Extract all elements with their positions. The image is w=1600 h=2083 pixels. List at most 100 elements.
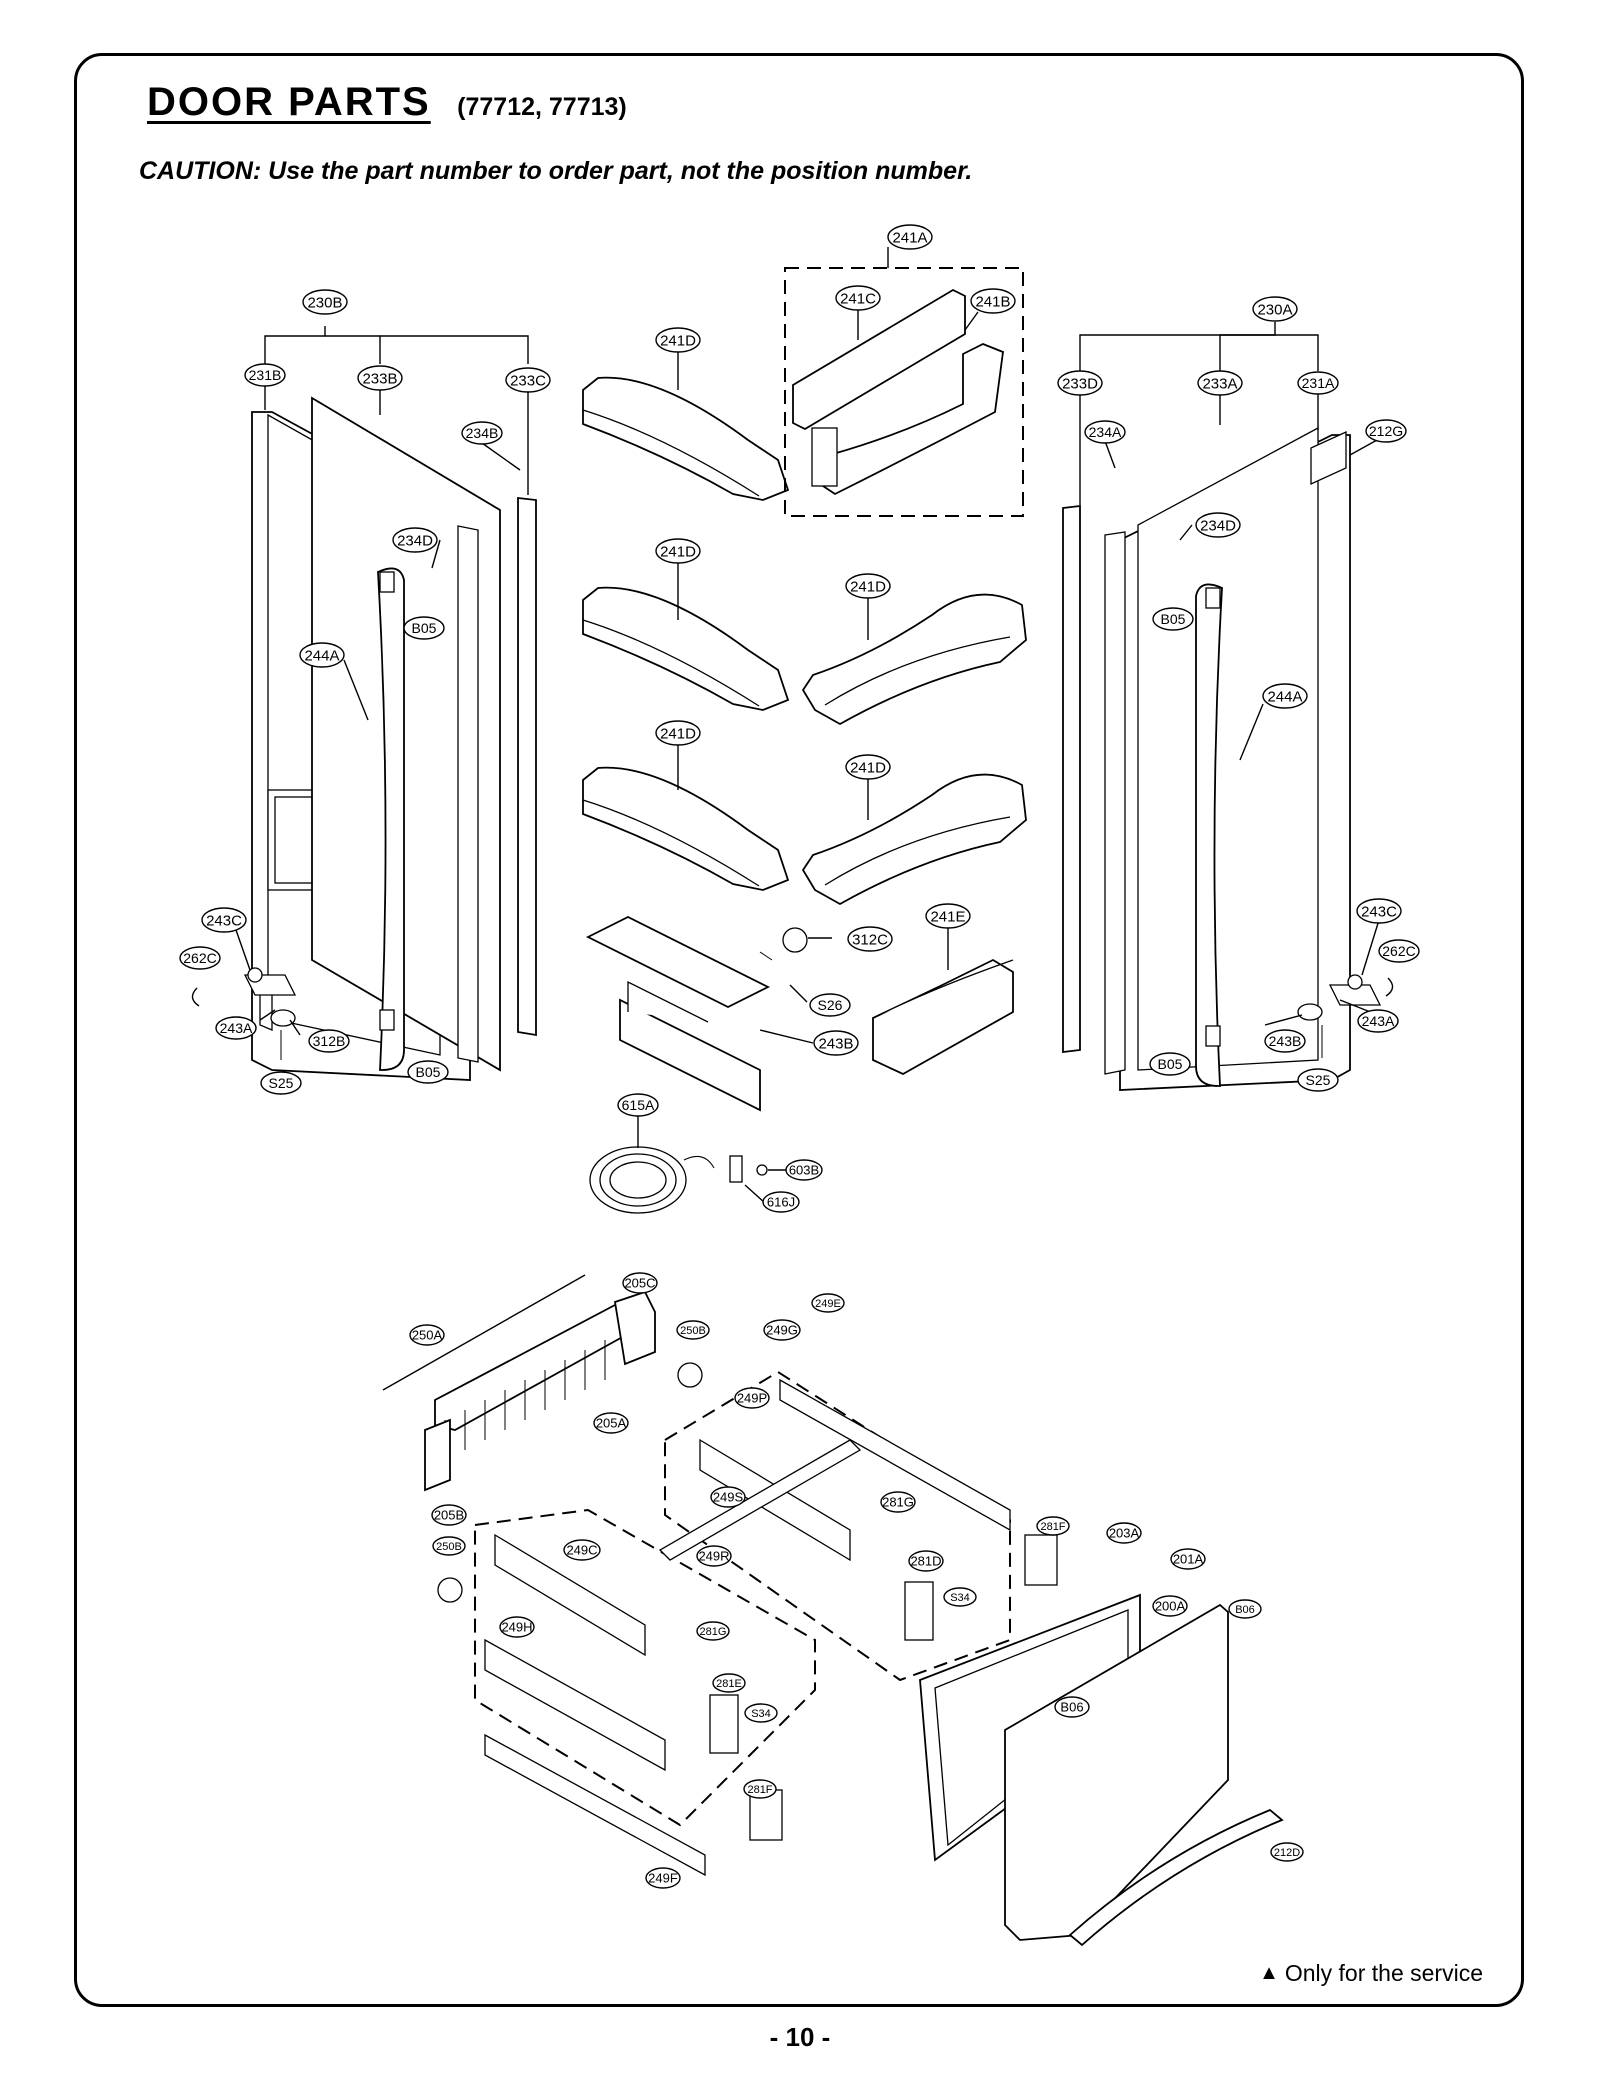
upper-callout-bubble (970, 288, 1016, 314)
upper-callout-bubble (1264, 1029, 1306, 1053)
lower-callout-bubble (1152, 1595, 1188, 1617)
lower-callout-label: 205C (624, 1276, 655, 1291)
upper-callout-label: 312C (852, 931, 888, 948)
upper-callout-label: S26 (818, 997, 843, 1013)
upper-callout-bubble (302, 289, 348, 315)
triangle-icon: ▲ (1259, 1962, 1279, 1984)
upper-callout-bubble (835, 285, 881, 311)
upper-callout-label: 233B (362, 370, 397, 387)
lower-callout-label: 281E (716, 1678, 742, 1690)
lower-callout-label: 281F (747, 1784, 772, 1796)
upper-callout-label: 234D (397, 532, 433, 549)
upper-callout-label: 241E (930, 908, 965, 925)
upper-callout-bubble (1197, 370, 1243, 396)
lower-callout-label: 250B (436, 1541, 462, 1553)
upper-callout-bubble (655, 327, 701, 353)
upper-callout-bubble (461, 421, 503, 445)
upper-callout-bubble (845, 754, 891, 780)
lower-callout-label: B06 (1235, 1604, 1255, 1616)
upper-callout-label: 241C (840, 290, 876, 307)
upper-callout-label: B05 (412, 620, 437, 636)
hinges (191, 967, 1394, 1060)
lower-callout-bubble (499, 1616, 535, 1638)
service-legend: ▲ Only for the service (1259, 1960, 1483, 1987)
right-door-assembly (1062, 426, 1351, 1091)
freezer-drawer-door (919, 1593, 1284, 1947)
upper-callout-bubble (617, 1093, 659, 1117)
upper-callout-bubble (1297, 371, 1339, 395)
lower-callout-label: 212D (1274, 1847, 1300, 1859)
upper-callout-bubble (655, 538, 701, 564)
lower-callout-bubble (409, 1324, 445, 1346)
upper-callout-label: 243C (206, 912, 242, 929)
lower-callout-bubble (744, 1703, 778, 1723)
lower-callout-label: 281F (1040, 1521, 1065, 1533)
lower-callout-label: 200A (1155, 1599, 1186, 1614)
upper-callout-label: 312B (313, 1033, 346, 1049)
upper-callout-label: 230A (1257, 301, 1292, 318)
upper-callout-label: 241D (660, 332, 696, 349)
upper-callout-label: 243B (818, 1035, 853, 1052)
upper-callout-label: 234A (1089, 424, 1122, 440)
lower-callout-bubble (676, 1320, 710, 1340)
upper-callout-bubble (1149, 1052, 1191, 1076)
lower-callout-label: 249P (737, 1391, 767, 1406)
lower-callout-label: 249C (566, 1543, 597, 1558)
upper-callout-label: B05 (416, 1064, 441, 1080)
lower-callout-label: 281G (882, 1495, 914, 1510)
lower-callout-bubble (1170, 1548, 1206, 1570)
door-bins (582, 376, 1027, 1076)
upper-callout-bubble (847, 926, 893, 952)
lower-callout-bubble (743, 1779, 777, 1799)
lower-callout-bubble (593, 1412, 629, 1434)
upper-callout-bubble (1152, 607, 1194, 631)
upper-callout-bubble (215, 1016, 257, 1040)
upper-callout-label: 212G (1369, 423, 1403, 439)
upper-callout-label: 233C (510, 372, 546, 389)
upper-callout-bubble (785, 1159, 823, 1181)
bin-241a-parts (792, 288, 1004, 496)
lower-callout-label: 281D (910, 1554, 941, 1569)
lower-callout-label: 249H (501, 1620, 532, 1635)
lower-callout-label: 249E (815, 1298, 841, 1310)
upper-callout-label: 243B (1269, 1033, 1302, 1049)
upper-callout-bubble (887, 224, 933, 250)
upper-callout-bubble (1365, 419, 1407, 443)
upper-callout-bubble (392, 527, 438, 553)
model-numbers: (77712, 77713) (457, 93, 627, 121)
lower-callout-bubble (712, 1673, 746, 1693)
lower-callout-label: 249F (648, 1871, 678, 1886)
upper-callout-bubble (1084, 420, 1126, 444)
water-tube-parts (589, 1146, 768, 1214)
lower-callout-label: 249G (766, 1323, 798, 1338)
upper-callout-label: 231A (1302, 375, 1335, 391)
upper-callout-label: 233A (1202, 375, 1237, 392)
upper-callout-label: 234D (1200, 517, 1236, 534)
lower-callout-bubble (696, 1621, 730, 1641)
lower-callout-bubble (908, 1550, 944, 1572)
upper-callout-bubble (260, 1071, 302, 1095)
upper-callout-bubble (762, 1191, 800, 1213)
lower-callout-label: 250B (680, 1325, 706, 1337)
upper-callout-label: 262C (183, 950, 216, 966)
lower-callout-label: S34 (950, 1592, 970, 1604)
upper-callout-label: S25 (269, 1075, 294, 1091)
lower-callout-label: 203A (1109, 1526, 1140, 1541)
page-frame (74, 53, 1524, 2007)
upper-callout-bubble (299, 642, 345, 668)
lower-callout-bubble (734, 1387, 770, 1409)
upper-callout-label: 615A (622, 1097, 655, 1113)
lower-callout-bubble (1036, 1516, 1070, 1536)
lower-callout-label: 281G (700, 1626, 727, 1638)
page-number: - 10 - (769, 2022, 831, 2052)
upper-callout-label: 616J (767, 1195, 795, 1210)
upper-callout-bubble (845, 573, 891, 599)
upper-callout-bubble (925, 903, 971, 929)
upper-callout-bubble (407, 1060, 449, 1084)
leader-lines (235, 247, 1387, 1204)
lower-callout-label: S34 (751, 1708, 771, 1720)
upper-callout-bubble (201, 907, 247, 933)
